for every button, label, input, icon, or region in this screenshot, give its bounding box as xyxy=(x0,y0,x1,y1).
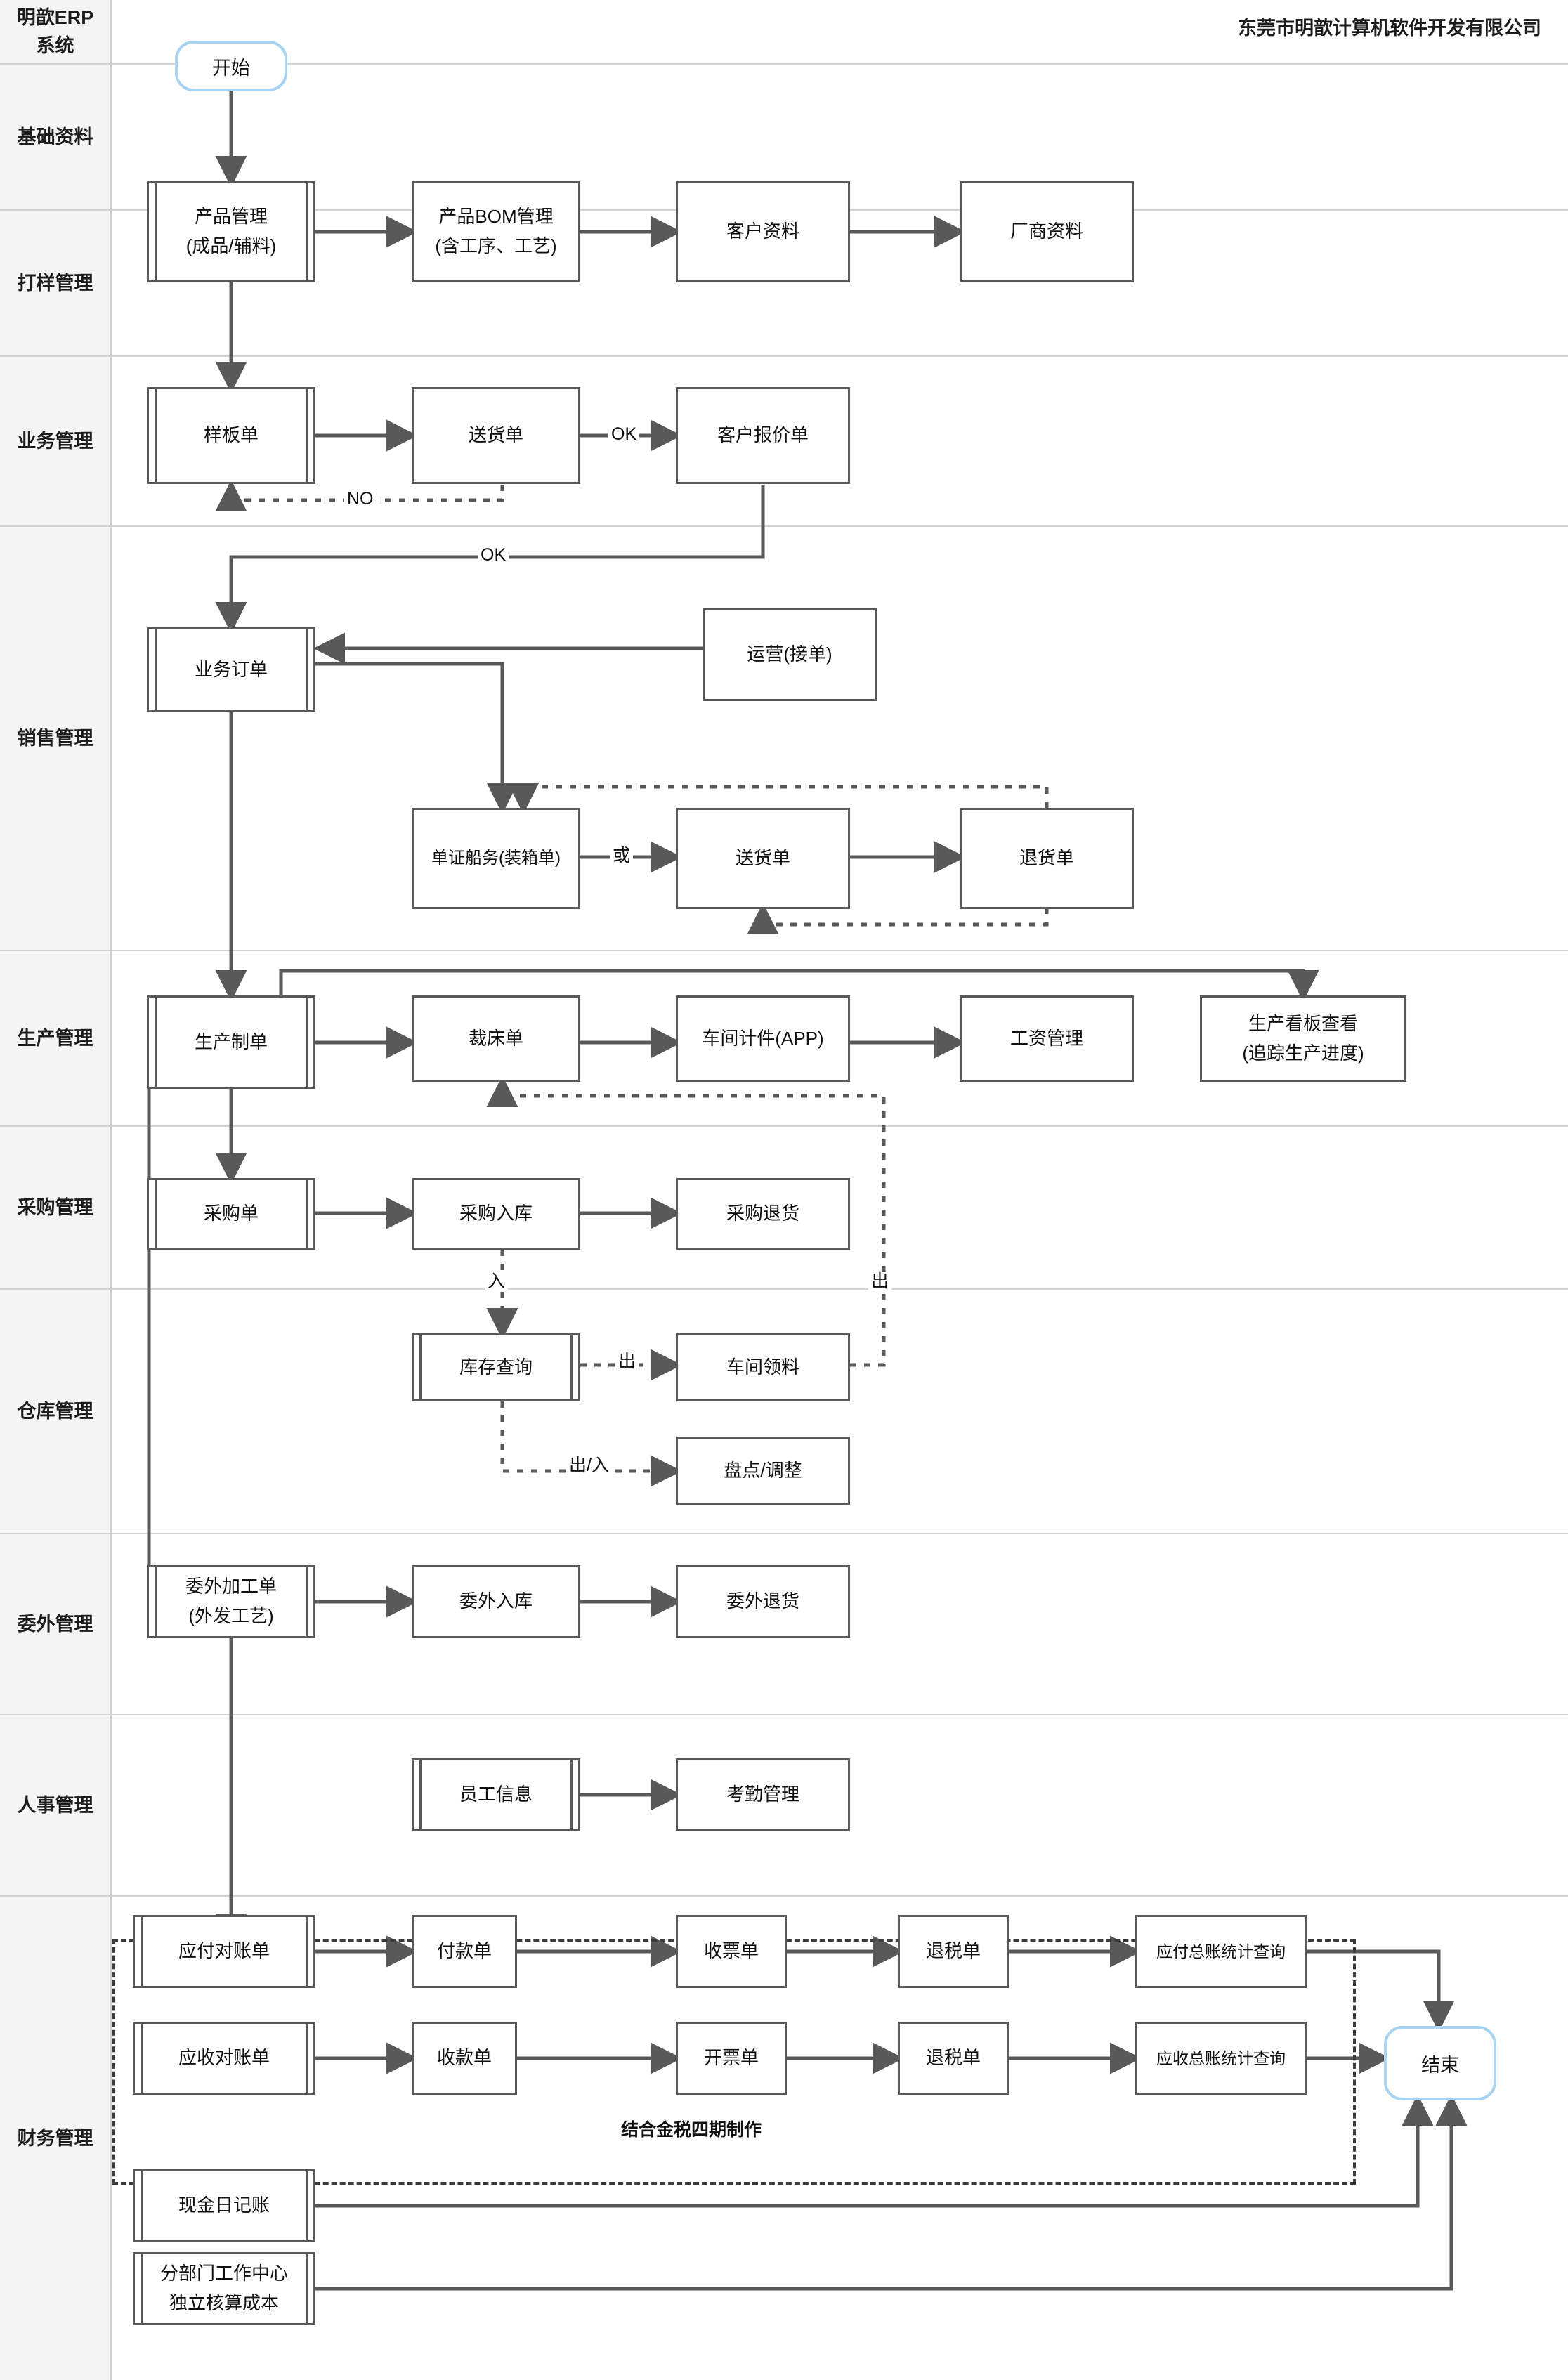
lane-product: 生产管理 xyxy=(0,950,1568,1125)
lane-label-outsrc: 委外管理 xyxy=(0,1534,112,1714)
tax-group-caption: 结合金税四期制作 xyxy=(618,2116,765,2141)
node-end-label: 结束 xyxy=(1421,2054,1459,2076)
lane-sales: 销售管理 xyxy=(0,525,1568,950)
node-purchase-return[interactable]: 采购退货 xyxy=(676,1178,850,1250)
edge-label-quote-ok: OK xyxy=(608,426,640,443)
company-title: 东莞市明歆计算机软件开发有限公司 xyxy=(1238,18,1541,39)
node-salary-mgmt[interactable]: 工资管理 xyxy=(960,995,1134,1082)
lane-sys: 明歆ERP 系统 xyxy=(0,0,1568,63)
node-stocktake-adjust[interactable]: 盘点/调整 xyxy=(676,1437,850,1505)
node-operation[interactable]: 运营(接单) xyxy=(703,608,877,701)
edge-label-sales-or: 或 xyxy=(610,847,634,865)
node-workshop-piecework[interactable]: 车间计件(APP) xyxy=(676,995,850,1082)
lane-label-sys: 明歆ERP 系统 xyxy=(0,0,112,63)
node-vendor-info[interactable]: 厂商资料 xyxy=(960,181,1134,282)
node-cost-center[interactable]: 分部门工作中心独立核算成本 xyxy=(133,2252,315,2325)
node-outsource-order[interactable]: 委外加工单(外发工艺) xyxy=(147,1565,315,1638)
lane-outsrc: 委外管理 xyxy=(0,1533,1568,1714)
node-business-order[interactable]: 业务订单 xyxy=(147,627,315,712)
edge-label-stock-out: 出 xyxy=(615,1353,639,1371)
node-production-board[interactable]: 生产看板查看(追踪生产进度) xyxy=(1200,995,1406,1082)
node-cutting-order[interactable]: 裁床单 xyxy=(412,995,580,1082)
node-ar-ledger-query[interactable]: 应收总账统计查询 xyxy=(1135,2022,1307,2095)
node-receive-invoice[interactable]: 收票单 xyxy=(676,1915,787,1988)
edge-label-sample-no: NO xyxy=(344,490,377,508)
lane-label-product: 生产管理 xyxy=(0,951,112,1125)
node-sample-order[interactable]: 样板单 xyxy=(147,387,315,484)
node-return-note[interactable]: 退货单 xyxy=(960,808,1134,909)
lane-hr: 人事管理 xyxy=(0,1714,1568,1895)
node-bom-mgmt[interactable]: 产品BOM管理(含工序、工艺) xyxy=(412,181,580,282)
node-end[interactable]: 结束 xyxy=(1384,2026,1496,2100)
lane-label-sample: 打样管理 xyxy=(0,211,112,355)
node-employee-info[interactable]: 员工信息 xyxy=(412,1758,580,1831)
lane-business: 业务管理 xyxy=(0,355,1568,525)
node-outsource-inbound[interactable]: 委外入库 xyxy=(412,1565,580,1638)
edge-label-prod-out: 出 xyxy=(868,1273,892,1290)
node-cash-journal[interactable]: 现金日记账 xyxy=(133,2169,315,2242)
node-tax-refund-receivable[interactable]: 退税单 xyxy=(898,2022,1009,2095)
lane-label-base: 基础资料 xyxy=(0,65,112,209)
node-ap-statement[interactable]: 应付对账单 xyxy=(133,1915,315,1988)
node-payment-order[interactable]: 付款单 xyxy=(412,1915,517,1988)
node-customer-quotation[interactable]: 客户报价单 xyxy=(676,387,850,484)
edge-label-sample-ok: OK xyxy=(478,547,509,564)
node-delivery-note[interactable]: 送货单 xyxy=(676,808,850,909)
lane-label-purchase: 采购管理 xyxy=(0,1127,112,1288)
lane-label-business: 业务管理 xyxy=(0,357,112,525)
node-attendance-mgmt[interactable]: 考勤管理 xyxy=(676,1758,850,1831)
lane-label-sales: 销售管理 xyxy=(0,527,112,950)
node-start[interactable]: 开始 xyxy=(175,41,287,91)
lane-finance: 财务管理 xyxy=(0,1895,1568,2380)
node-stock-query[interactable]: 库存查询 xyxy=(412,1333,580,1401)
lane-label-finance: 财务管理 xyxy=(0,1897,112,2380)
lane-base: 基础资料 xyxy=(0,63,1568,209)
node-issue-invoice[interactable]: 开票单 xyxy=(676,2022,787,2095)
edge-label-stock-in: 入 xyxy=(485,1273,509,1290)
lane-label-hr: 人事管理 xyxy=(0,1715,112,1895)
node-workshop-picking[interactable]: 车间领料 xyxy=(676,1333,850,1401)
lane-label-stock: 仓库管理 xyxy=(0,1290,112,1533)
node-purchase-order[interactable]: 采购单 xyxy=(147,1178,315,1250)
node-shipping-doc[interactable]: 单证船务(装箱单) xyxy=(412,808,580,909)
node-start-label: 开始 xyxy=(212,57,250,79)
node-ap-ledger-query[interactable]: 应付总账统计查询 xyxy=(1135,1915,1307,1988)
node-customer-info[interactable]: 客户资料 xyxy=(676,181,850,282)
node-production-order[interactable]: 生产制单 xyxy=(147,995,315,1089)
node-outsource-return[interactable]: 委外退货 xyxy=(676,1565,850,1638)
edge-label-stock-inout: 出/入 xyxy=(566,1457,612,1475)
node-ar-statement[interactable]: 应收对账单 xyxy=(133,2022,315,2095)
node-product-mgmt[interactable]: 产品管理(成品/辅料) xyxy=(147,181,315,282)
node-purchase-inbound[interactable]: 采购入库 xyxy=(412,1178,580,1250)
node-tax-refund-payable[interactable]: 退税单 xyxy=(898,1915,1009,1988)
node-receipt-order[interactable]: 收款单 xyxy=(412,2022,517,2095)
node-sample-delivery[interactable]: 送货单 xyxy=(412,387,580,484)
